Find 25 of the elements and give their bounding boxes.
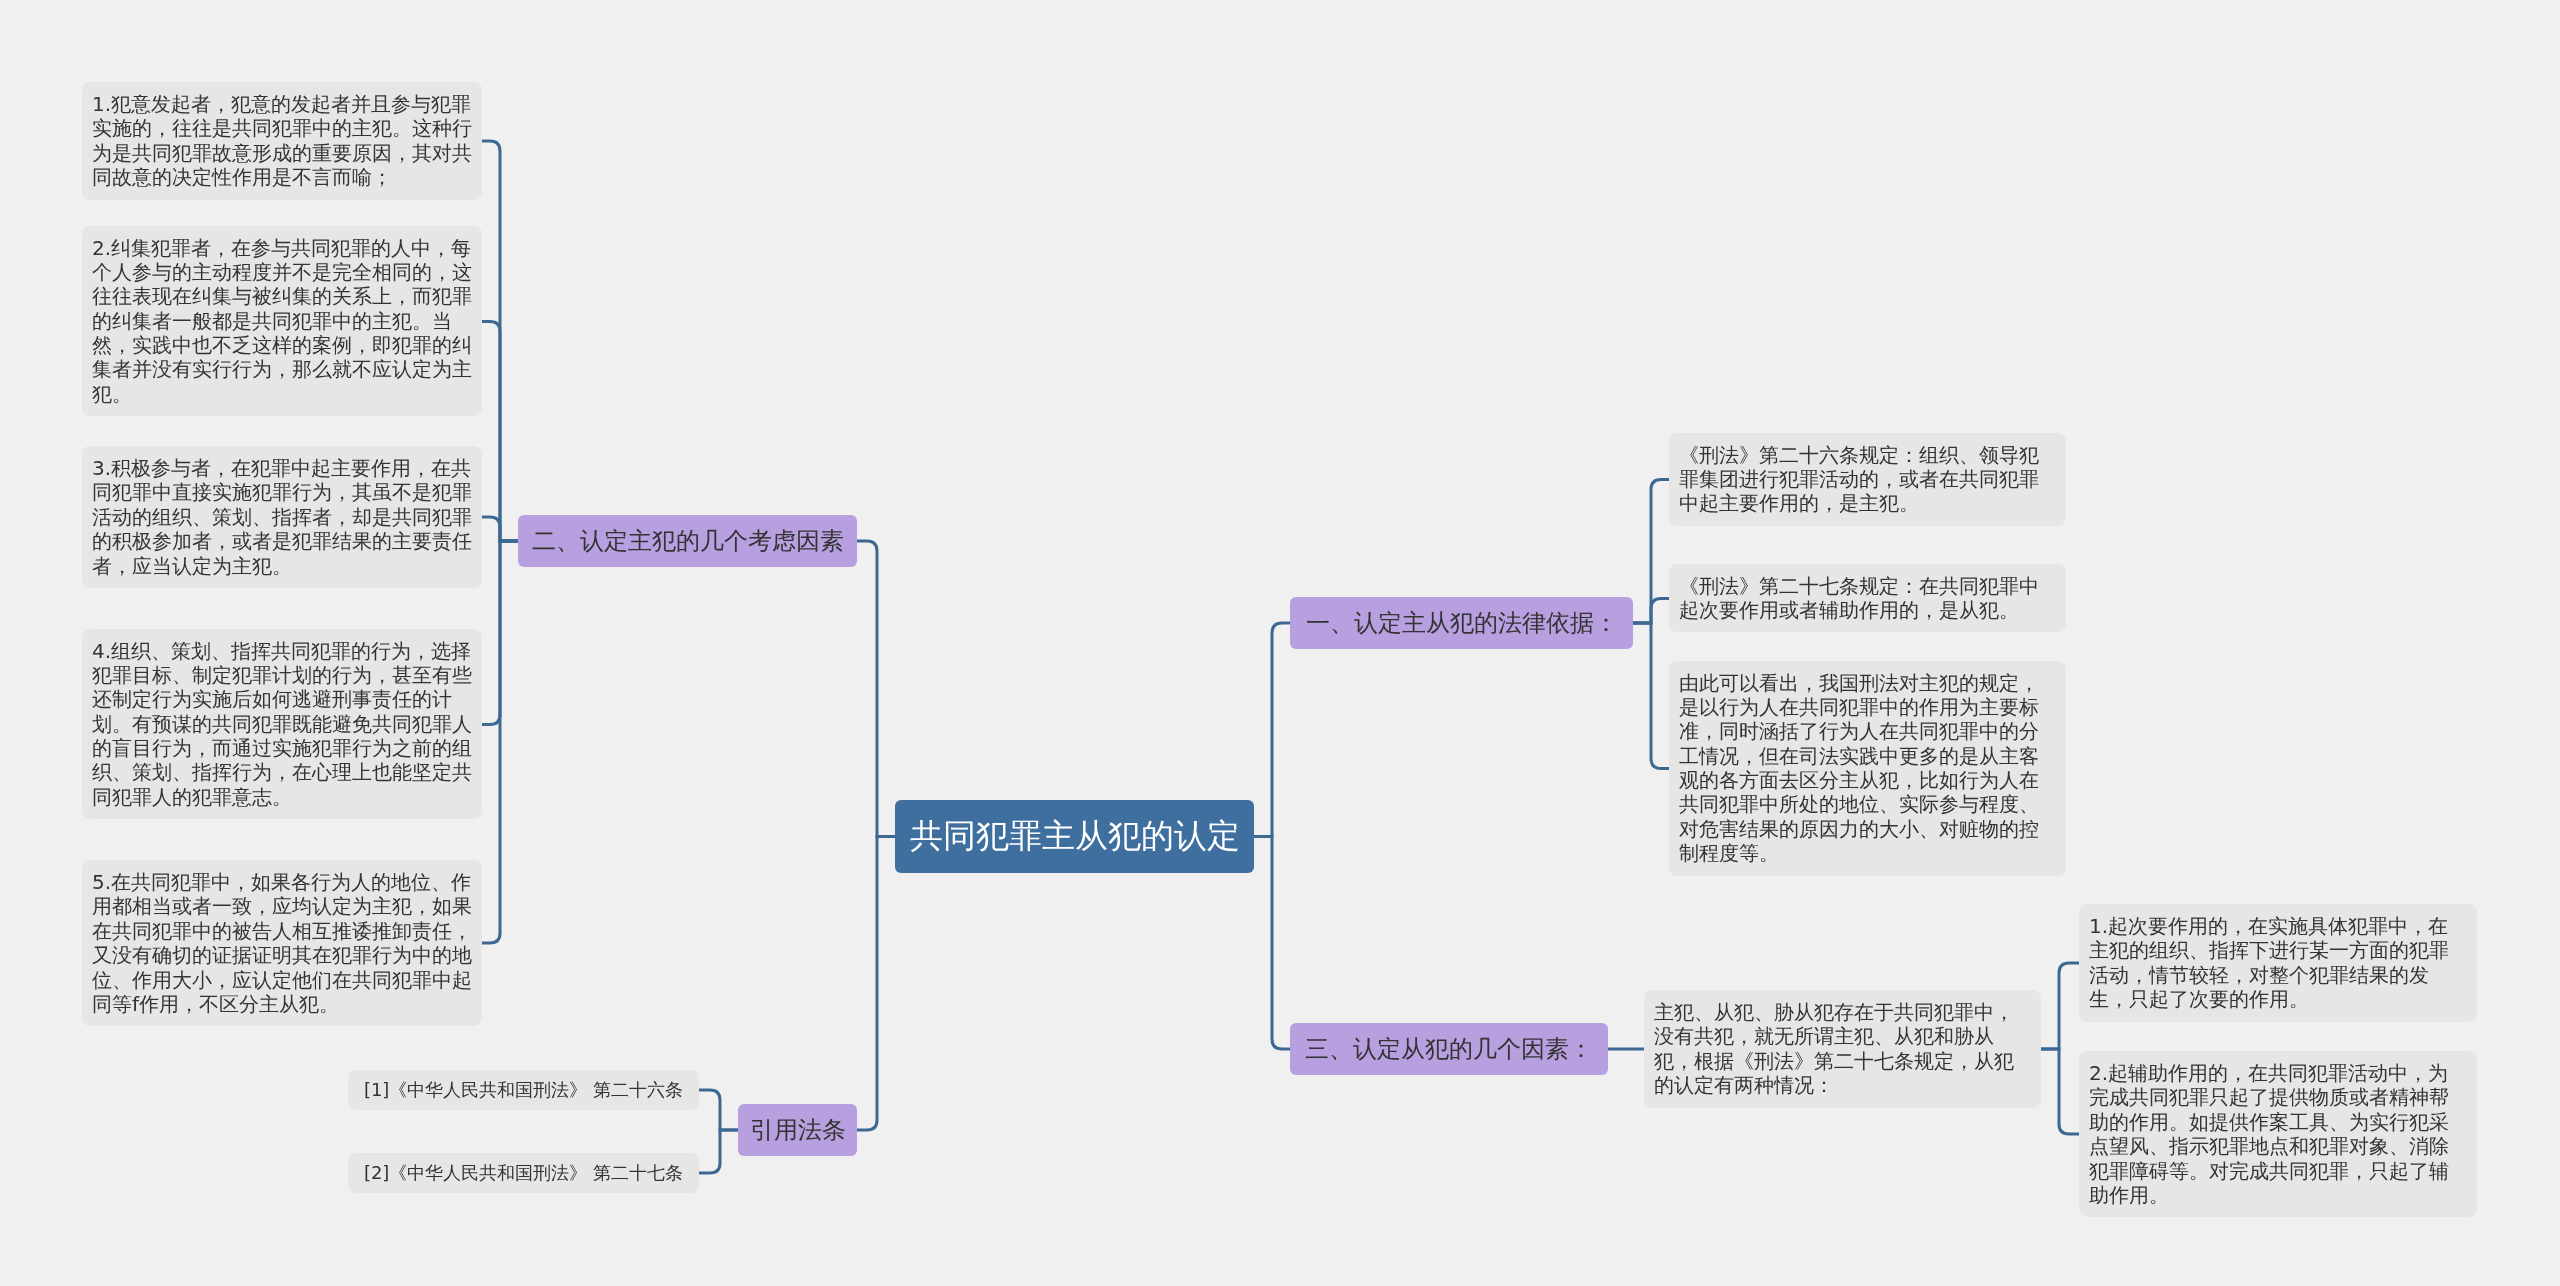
text-box: 2.纠集犯罪者，在参与共同犯罪的人中，每个人参与的主动程度并不是完全相同的，这往往表现在纠集与被纠集的关系上，而犯罪的纠集者一般都是共同犯罪中的主犯。当然，实践中也不乏这样的案例，即犯罪的纠集者并没有实行行为，那么就不应认定为主犯。 <box>82 225 482 417</box>
connector-line <box>1633 621 1669 770</box>
text-box: 2.起辅助作用的，在共同犯罪活动中，为完成共同犯罪只起了提供物质或者精神帮助的作用。如提供作案工具、为实行犯采点望风、指示犯罪地点和犯罪对象、消除犯罪障碍等。对完成共同犯罪，只起了辅助作用。 <box>2079 1051 2477 1218</box>
text-box: 主犯、从犯、胁从犯存在于共同犯罪中，没有共犯，就无所谓主犯、从犯和胁从犯，根据《刑法》第二十七条规定，从犯的认定有两种情况： <box>1644 990 2041 1108</box>
topic-box: 共同犯罪主从犯的认定 <box>895 799 1254 873</box>
connector-line <box>857 835 895 1132</box>
branch-box: 引用法条 <box>738 1104 857 1156</box>
text-box: 由此可以看出，我国刑法对主犯的规定，是以行为人在共同犯罪中的作用为主要标准，同时涵括了行为人在共同犯罪中的分工情况，但在司法实践中更多的是从主客观的各方面去区分主从犯，比如行为人在共同犯罪中所处的地位、实际参与程度、对危害结果的原因力的大小、对赃物的控制程度等。 <box>1669 660 2066 876</box>
connector-line <box>1254 835 1290 1051</box>
text-box: 《刑法》第二十六条规定：组织、领导犯罪集团进行犯罪活动的，或者在共同犯罪中起主要作用的，是主犯。 <box>1669 432 2066 526</box>
reference-box: [1]《中华人民共和国刑法》 第二十六条 <box>348 1070 699 1110</box>
connector-line <box>482 539 518 945</box>
text-box: 1.犯意发起者，犯意的发起者并且参与犯罪实施的，往往是共同犯罪中的主犯。这种行为是共同犯罪故意形成的重要原因，其对共同故意的决定性作用是不言而喻； <box>82 82 482 200</box>
branch-box: 一、认定主从犯的法律依据： <box>1290 597 1633 649</box>
text-box: 3.积极参与者，在犯罪中起主要作用，在共同犯罪中直接实施犯罪行为，其虽不是犯罪活动的组织、策划、指挥者，却是共同犯罪的积极参加者，或者是犯罪结果的主要责任者，应当认定为主犯。 <box>82 446 482 588</box>
connector-line <box>1608 1047 1644 1051</box>
connector-line <box>699 1128 738 1175</box>
branch-box: 二、认定主犯的几个考虑因素 <box>518 515 857 567</box>
branch-box: 三、认定从犯的几个因素： <box>1290 1023 1608 1075</box>
text-box: 《刑法》第二十七条规定：在共同犯罪中起次要作用或者辅助作用的，是从犯。 <box>1669 563 2066 633</box>
text-box: 1.起次要作用的，在实施具体犯罪中，在主犯的组织、指挥下进行某一方面的犯罪活动，情节较轻，对整个犯罪结果的发生，只起了次要的作用。 <box>2079 904 2477 1022</box>
reference-box: [2]《中华人民共和国刑法》 第二十七条 <box>348 1153 699 1193</box>
text-box: 4.组织、策划、指挥共同犯罪的行为，选择犯罪目标、制定犯罪计划的行为，甚至有些还制定行为实施后如何逃避刑事责任的计划。有预谋的共同犯罪既能避免共同犯罪人的盲目行为，而通过实施犯罪行为之前的组织、策划、指挥行为，在心理上也能坚定共同犯罪人的犯罪意志。 <box>82 628 482 820</box>
connector-line <box>2041 1047 2079 1136</box>
text-box: 5.在共同犯罪中，如果各行为人的地位、作用都相当或者一致，应均认定为主犯，如果在共同犯罪中的被告人相互推诿推卸责任，又没有确切的证据证明其在犯罪行为中的地位、作用大小，应认定他们在共同犯罪中起同等f作用，不区分主从犯。 <box>82 860 482 1027</box>
